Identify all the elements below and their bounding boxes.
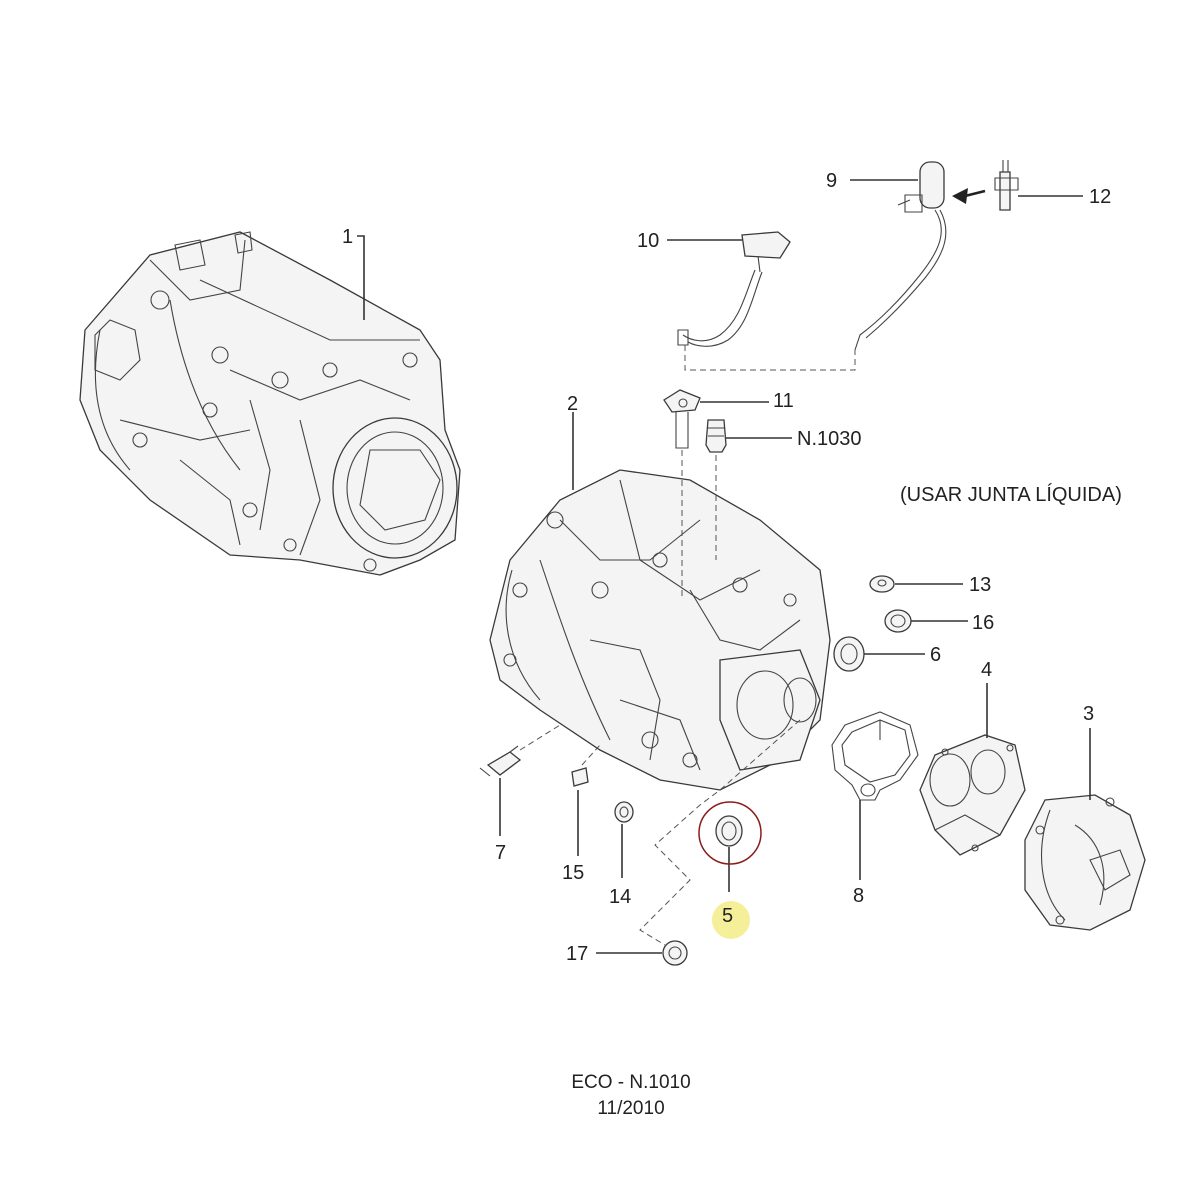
clutch-hose	[677, 231, 856, 371]
callout-5: 5	[722, 905, 733, 927]
seal-16	[884, 609, 912, 633]
sensor-7	[479, 724, 561, 777]
transmission-housing	[489, 469, 831, 791]
callout-15: 15	[562, 862, 584, 884]
housing-gasket	[831, 711, 919, 801]
gearbox-plate	[919, 734, 1026, 856]
highlight-marker	[712, 901, 750, 939]
washer-13	[869, 575, 895, 593]
clutch-fitting	[952, 160, 1019, 211]
callout-1: 1	[342, 226, 353, 248]
leader-lines	[357, 179, 1091, 954]
transmission-assembly	[79, 231, 461, 576]
callout-3: 3	[1083, 703, 1094, 725]
highlight-ring	[698, 801, 762, 865]
callout-6: 6	[930, 644, 941, 666]
sensor	[663, 389, 701, 600]
callout-12: 12	[1089, 186, 1111, 208]
alignment-path	[639, 719, 801, 946]
footer-code: ECO - N.1010	[571, 1072, 690, 1093]
callout-13: 13	[969, 574, 991, 596]
plug-14	[614, 801, 634, 823]
end-cover	[1024, 794, 1146, 931]
plug-n1030	[705, 419, 727, 560]
seal-6	[833, 636, 865, 672]
callout-11: 11	[773, 390, 794, 412]
seal-5	[715, 815, 743, 847]
plug-15	[571, 744, 601, 787]
callout-14: 14	[609, 886, 631, 908]
callout-17: 17	[566, 943, 588, 965]
callout-n1030: N.1030	[797, 428, 862, 450]
callout-10: 10	[637, 230, 659, 252]
callout-4: 4	[981, 659, 992, 681]
callout-9: 9	[826, 170, 837, 192]
footer-date: 11/2010	[597, 1098, 664, 1119]
clutch-cylinder	[854, 161, 947, 351]
seal-17	[662, 940, 688, 966]
callout-8: 8	[853, 885, 864, 907]
liquid-gasket-note: (USAR JUNTA LÍQUIDA)	[900, 483, 1122, 506]
callout-7: 7	[495, 842, 506, 864]
callout-16: 16	[972, 612, 994, 634]
callout-2: 2	[567, 393, 578, 415]
